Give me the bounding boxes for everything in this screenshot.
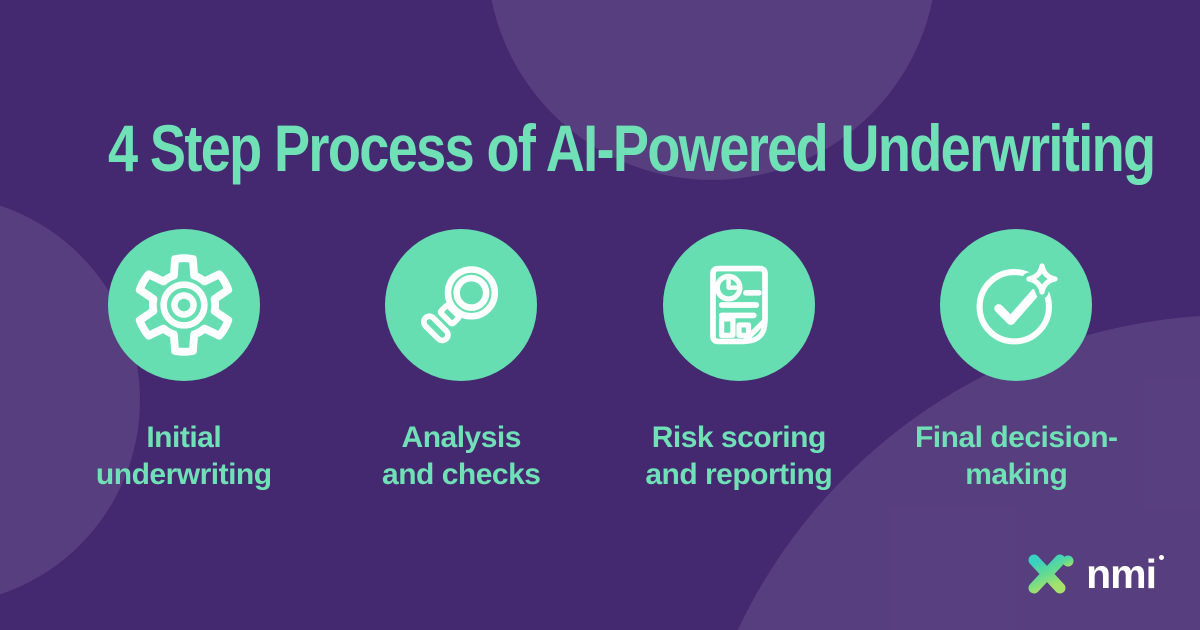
step-icon-circle bbox=[107, 229, 260, 381]
step-label: Analysis and checks bbox=[382, 419, 541, 493]
step-label: Final decision- making bbox=[915, 419, 1118, 493]
trademark-dot-icon bbox=[1159, 554, 1164, 560]
step-analysis-and-checks: Analysis and checks bbox=[323, 229, 601, 493]
gear-icon bbox=[135, 254, 232, 356]
nmi-logo-mark-icon bbox=[1028, 554, 1074, 594]
report-icon bbox=[709, 265, 768, 345]
nmi-logo: nmi bbox=[1023, 548, 1164, 600]
step-icon-circle bbox=[940, 229, 1093, 381]
step-label-line1: Analysis bbox=[401, 421, 522, 454]
nmi-logo-wordmark: nmi bbox=[1086, 550, 1157, 597]
step-label-line1: Risk scoring bbox=[651, 421, 827, 454]
step-label-line2: and checks bbox=[382, 458, 541, 491]
step-final-decision-making: Final decision- making bbox=[878, 229, 1156, 493]
step-label-line2: and reporting bbox=[645, 458, 833, 491]
check-sparkle-icon bbox=[976, 259, 1062, 345]
step-risk-scoring-and-reporting: Risk scoring and reporting bbox=[600, 229, 878, 493]
step-label-line1: Initial bbox=[146, 421, 222, 454]
step-icon-circle bbox=[662, 229, 815, 381]
step-icon-circle bbox=[385, 229, 538, 381]
page-title: 4 Step Process of AI-Powered Underwritin… bbox=[108, 111, 1156, 186]
nmi-logo-text: nmi bbox=[1086, 550, 1164, 597]
step-initial-underwriting: Initial underwriting bbox=[45, 229, 323, 493]
step-label-line1: Final decision- bbox=[914, 421, 1118, 454]
step-label-line2: underwriting bbox=[95, 458, 272, 491]
steps-row: Initial underwriting Analysis bbox=[45, 229, 1155, 493]
magnifier-icon bbox=[421, 266, 499, 344]
step-label-line2: making bbox=[965, 458, 1068, 491]
step-label: Risk scoring and reporting bbox=[645, 419, 832, 493]
step-label: Initial underwriting bbox=[96, 419, 272, 493]
